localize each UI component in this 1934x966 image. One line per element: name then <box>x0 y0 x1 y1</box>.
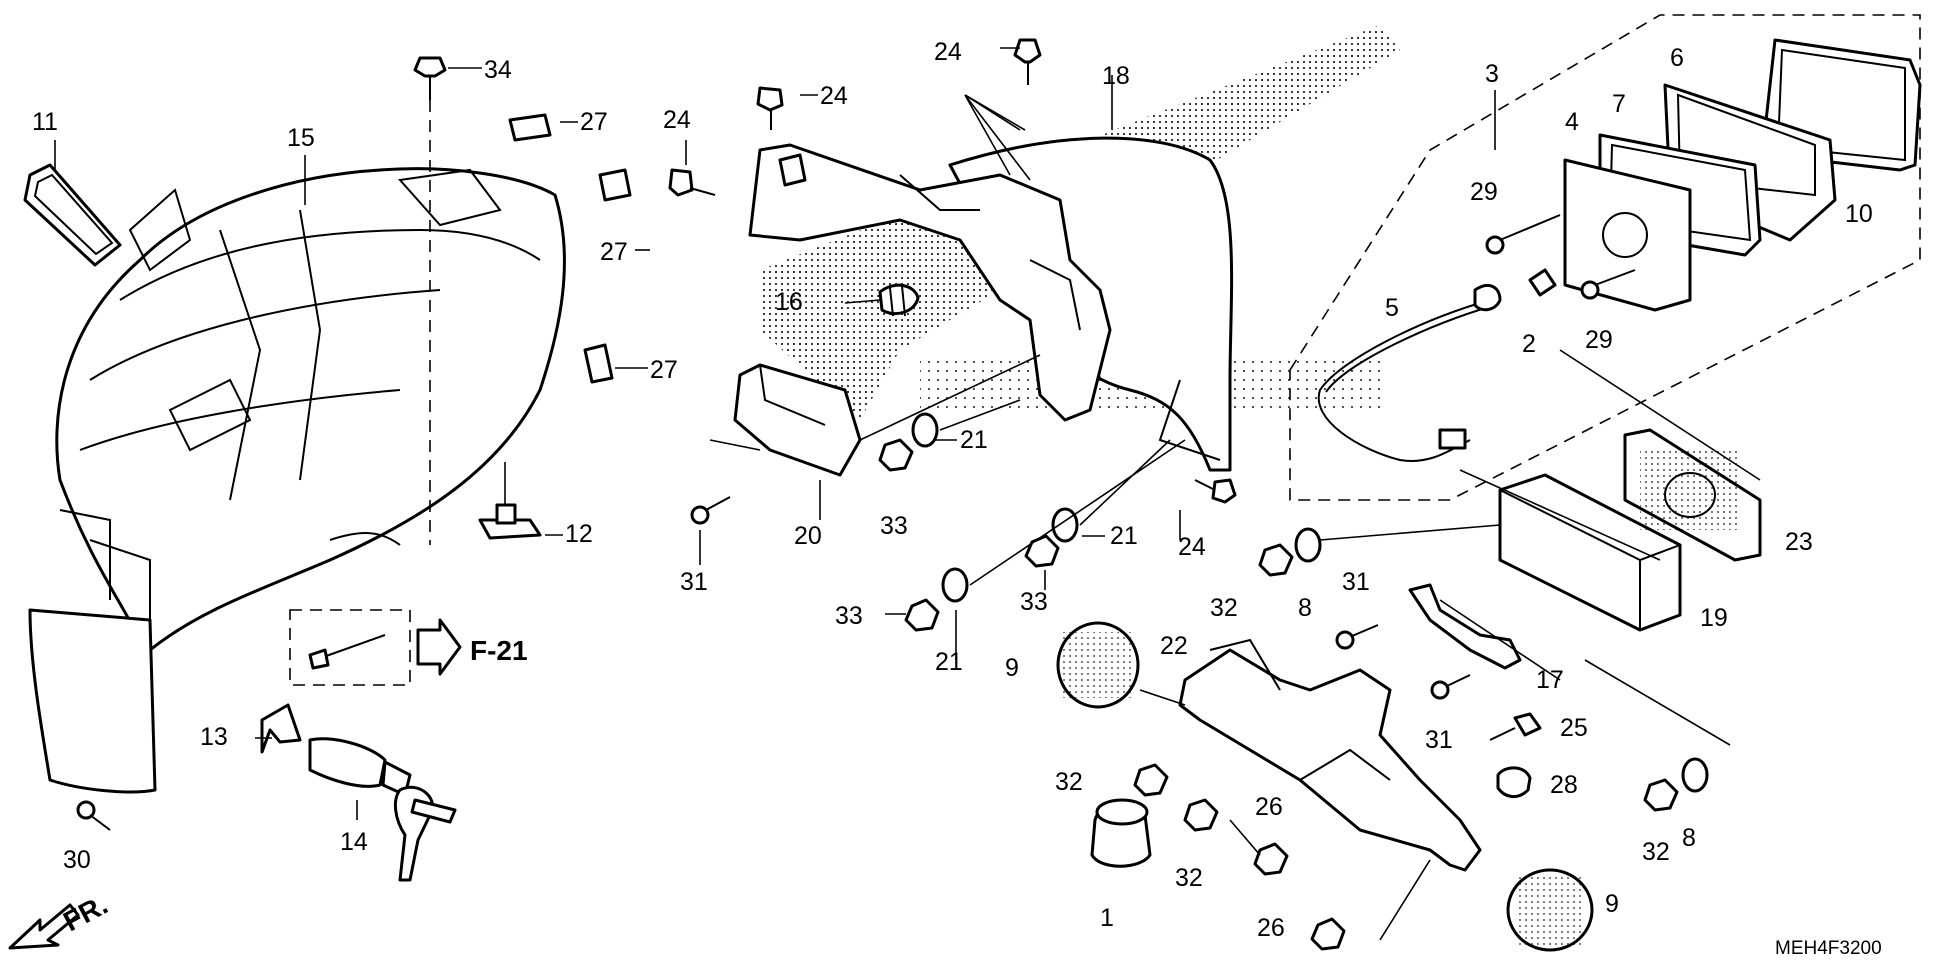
callout: 21 <box>1110 522 1138 550</box>
callout: 31 <box>1342 568 1370 596</box>
callout: 29 <box>1585 326 1613 354</box>
callout: 17 <box>1536 666 1564 694</box>
lock-part-14 <box>308 737 457 882</box>
callout: 28 <box>1550 771 1578 799</box>
callout: 27 <box>650 356 678 384</box>
pad-part-11 <box>23 163 122 267</box>
callout: 3 <box>1485 60 1499 88</box>
callout-labels: 1 2 3 4 5 6 7 8 8 9 9 10 11 12 13 14 15 … <box>32 38 1873 942</box>
plate-part-20 <box>733 363 862 477</box>
nut-part-12 <box>478 462 542 540</box>
callout: 5 <box>1385 294 1399 322</box>
callout: 22 <box>1160 632 1188 660</box>
reference-label: F-21 <box>470 635 528 666</box>
callout: 33 <box>880 512 908 540</box>
callout: 32 <box>1210 594 1238 622</box>
inner-fender-part <box>28 167 566 794</box>
callout: 1 <box>1100 904 1114 932</box>
callout: 16 <box>775 288 803 316</box>
callout: 26 <box>1257 914 1285 942</box>
callout: 23 <box>1785 528 1813 556</box>
callout: 29 <box>1470 178 1498 206</box>
license-light-part-23 <box>1623 428 1762 562</box>
tail-light-assembly <box>1289 14 1922 501</box>
callout: 24 <box>820 82 848 110</box>
callout: 6 <box>1670 44 1684 72</box>
license-bracket-part-22 <box>1178 638 1482 872</box>
callout: 26 <box>1255 793 1283 821</box>
callout: 32 <box>1642 838 1670 866</box>
callout: 24 <box>934 38 962 66</box>
callout: 19 <box>1700 604 1728 632</box>
front-label: FR. <box>58 889 112 938</box>
harness-part-5 <box>1317 268 1557 462</box>
callout: 31 <box>680 568 708 596</box>
front-arrow <box>8 903 80 950</box>
seat-rail-bracket <box>748 143 1112 422</box>
bolt-parts-24 <box>668 38 1237 504</box>
callout: 30 <box>63 846 91 874</box>
callout: 14 <box>340 828 368 856</box>
reflector-parts-9 <box>1056 621 1594 952</box>
callout: 21 <box>935 648 963 676</box>
callout: 18 <box>1102 62 1130 90</box>
callout: 2 <box>1522 330 1536 358</box>
callout: 4 <box>1565 108 1579 136</box>
callout: 9 <box>1605 890 1619 918</box>
screw-part-30 <box>76 800 111 831</box>
callout: 13 <box>200 723 228 751</box>
callout: 7 <box>1612 90 1626 118</box>
callout: 9 <box>1005 654 1019 682</box>
callout: 21 <box>960 426 988 454</box>
bolt-part-34 <box>413 56 447 545</box>
callout: 15 <box>287 124 315 152</box>
grommet-part-16 <box>878 283 920 317</box>
callout: 12 <box>565 520 593 548</box>
lower-small-parts <box>1090 712 1542 951</box>
callout: 11 <box>32 108 58 136</box>
clip-parts-27 <box>508 113 632 384</box>
callout: 10 <box>1845 200 1873 228</box>
callout: 33 <box>835 602 863 630</box>
callout: 8 <box>1298 594 1312 622</box>
callout: 27 <box>580 108 608 136</box>
callout: 24 <box>1178 533 1206 561</box>
callout: 25 <box>1560 714 1588 742</box>
callout: 34 <box>484 56 512 84</box>
clip-part-13 <box>260 703 302 754</box>
leader-lines <box>709 94 1186 586</box>
callout: 33 <box>1020 588 1048 616</box>
callout: 31 <box>1425 726 1453 754</box>
screw-part-31-left <box>690 496 731 525</box>
callout: 24 <box>663 106 691 134</box>
reference-box <box>289 609 462 686</box>
diagram-code: MEH4F3200 <box>1775 938 1882 959</box>
callout: 32 <box>1055 768 1083 796</box>
callout: 27 <box>600 238 628 266</box>
leader-lines-right <box>1139 349 1761 941</box>
callout: 20 <box>794 522 822 550</box>
callout: 32 <box>1175 864 1203 892</box>
washer-nut-parts-right <box>1258 527 1709 812</box>
license-light-part-19 <box>1498 473 1682 632</box>
callout: 8 <box>1682 824 1696 852</box>
